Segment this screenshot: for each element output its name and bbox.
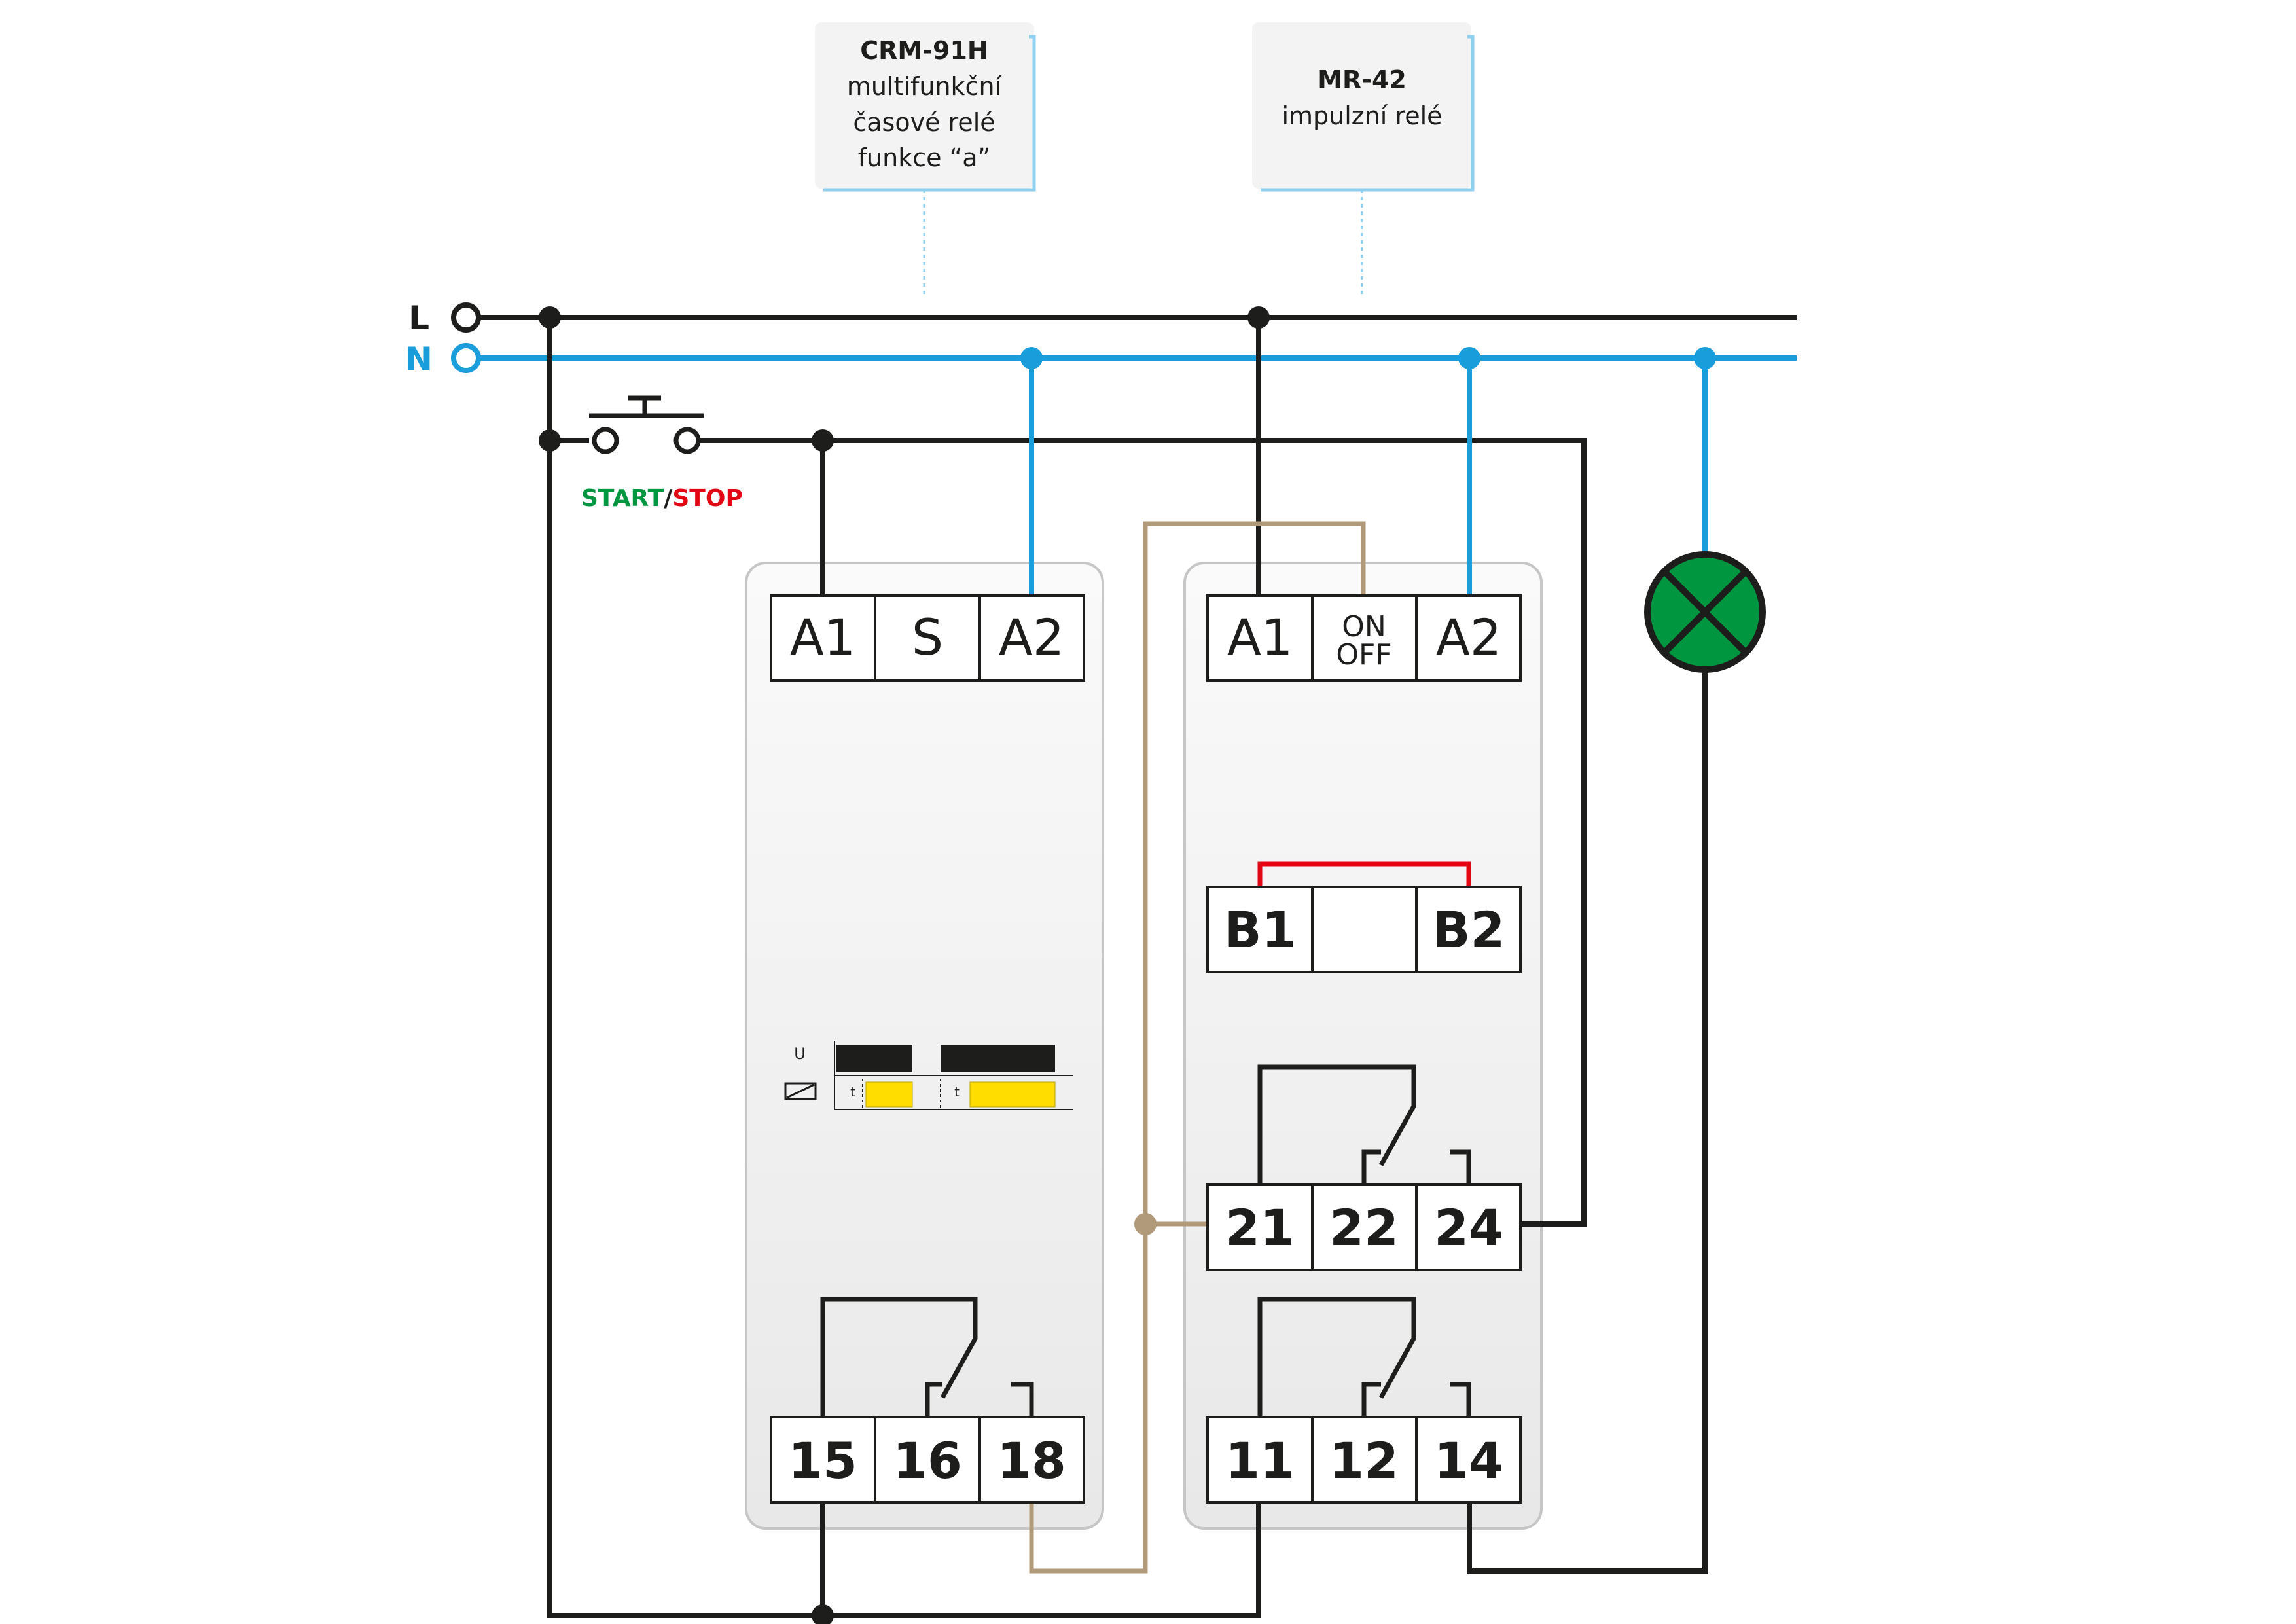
mr-terminal-b1: B1 [1224, 901, 1297, 959]
junction-dot [1134, 1213, 1157, 1235]
junction-dot [1247, 306, 1270, 329]
mr-terminal-24: 24 [1434, 1199, 1503, 1257]
junction-dot [812, 429, 834, 452]
timing-u-label: U [794, 1045, 806, 1063]
mr-line1: impulzní relé [1282, 101, 1442, 130]
start-stop-pushbutton [589, 395, 704, 454]
crm-line2: časové relé [853, 108, 995, 137]
callout-mr-42: MR-42 impulzní relé [1252, 22, 1475, 192]
start-label: START [581, 485, 664, 512]
b1-b2-bridge-wire [1257, 861, 1471, 887]
crm-timing-diagram: U t t [784, 1041, 1073, 1110]
mr-terminal-11: 11 [1225, 1432, 1295, 1490]
neutral-label: N [405, 340, 433, 378]
crm-terminal-18: 18 [997, 1432, 1066, 1490]
crm-top-terminal-block: A1 S A2 [770, 594, 1085, 682]
crm-contact-symbol [820, 1297, 1034, 1417]
crm-terminal-a2: A2 [999, 608, 1064, 666]
mr-bridge-terminal-block: B1 B2 [1206, 886, 1522, 973]
timing-t-label-2: t [954, 1084, 960, 1100]
timing-t-label-1: t [850, 1084, 855, 1100]
junction-dot [1458, 347, 1480, 369]
crm-terminal-16: 16 [893, 1432, 962, 1490]
mr-contact1-terminal-block: 21 22 24 [1206, 1183, 1522, 1271]
crm-terminal-15: 15 [788, 1432, 857, 1490]
crm-terminal-a1: A1 [790, 608, 855, 666]
start-stop-label: START/STOP [581, 485, 743, 512]
neutral-terminal-icon [451, 343, 481, 373]
junction-dot [539, 306, 561, 329]
crm-terminal-s: S [912, 608, 943, 666]
control-link-wire [1029, 521, 1366, 1574]
switch-out-wire [687, 438, 1587, 1227]
junction-dots [539, 306, 1716, 1624]
mr-terminal-a2: A2 [1436, 608, 1501, 666]
junction-dot [812, 1604, 834, 1624]
mr-terminal-14: 14 [1434, 1432, 1503, 1490]
mr-title: MR-42 [1318, 65, 1407, 94]
crm-line3: funkce “a” [858, 143, 991, 172]
mr-contact2-symbol [1257, 1297, 1471, 1417]
start-stop-separator: / [664, 485, 673, 512]
mr-contact1-symbol [1257, 1064, 1471, 1185]
mr-terminal-22: 22 [1329, 1199, 1399, 1257]
junction-dot [539, 429, 561, 452]
mr-terminal-on: ON [1342, 610, 1386, 643]
stop-label: STOP [672, 485, 742, 512]
mr-terminal-a1: A1 [1227, 608, 1293, 666]
live-label: L [408, 299, 429, 337]
mr-terminal-21: 21 [1225, 1199, 1295, 1257]
crm-91h-device [745, 562, 1104, 1530]
junction-dot [1020, 347, 1043, 369]
relay-coil-icon [784, 1082, 817, 1100]
crm-bottom-terminal-block: 15 16 18 [770, 1416, 1085, 1504]
mr-top-terminal-block: A1 ON OFF A2 [1206, 594, 1522, 682]
live-terminal-icon [451, 302, 481, 333]
lamp-live-wire [1467, 671, 1708, 1574]
lamp-icon [1644, 551, 1766, 673]
live-feed-wire [547, 317, 1261, 1618]
mr-contact2-terminal-block: 11 12 14 [1206, 1416, 1522, 1504]
crm-line1: multifunkční [847, 72, 1003, 101]
mr-terminal-off: OFF [1336, 638, 1391, 672]
junction-dot [1694, 347, 1716, 369]
mr-terminal-b2: B2 [1433, 901, 1505, 959]
crm-title: CRM-91H [860, 36, 988, 65]
mr-terminal-12: 12 [1329, 1432, 1399, 1490]
callout-crm-91h: CRM-91H multifunkční časové relé funkce … [815, 22, 1036, 192]
